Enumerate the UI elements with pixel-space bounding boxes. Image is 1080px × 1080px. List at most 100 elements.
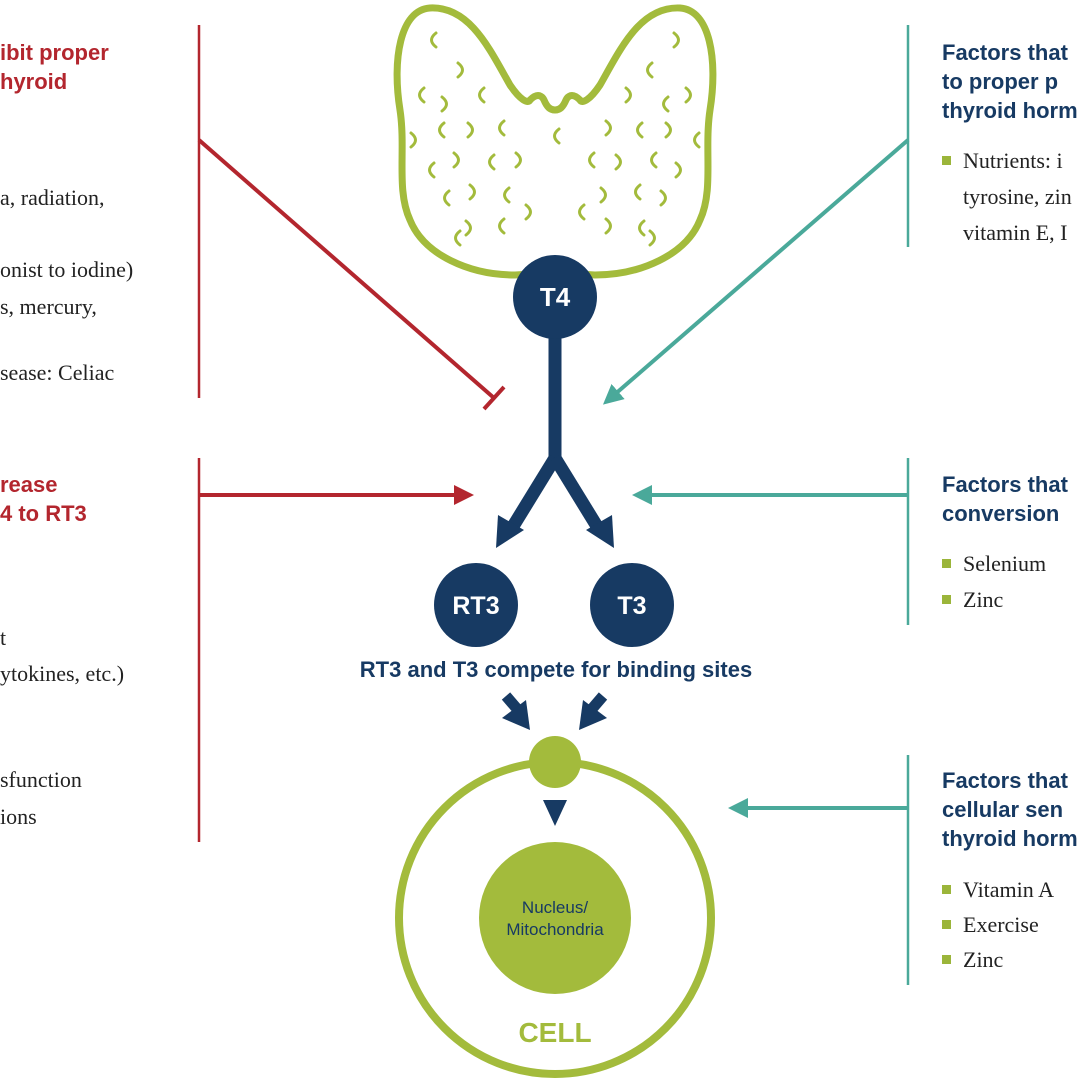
left-top-item: s, mercury, [0, 294, 97, 319]
t4-label: T4 [540, 282, 571, 312]
conversion-pathway [506, 330, 604, 532]
follicle-arc [464, 219, 472, 237]
left-bottom-heading-line: 4 to RT3 [0, 501, 87, 526]
nucleus [479, 842, 631, 994]
t3-label: T3 [617, 592, 646, 620]
right-middle-list: Selenium Zinc [942, 546, 1046, 618]
right-bottom-item: Vitamin A [942, 872, 1054, 907]
bullet-icon [942, 955, 951, 965]
right-top-item-cont: tyrosine, zin [963, 184, 1072, 209]
follicle-arc [672, 31, 680, 49]
binding-arrow-right [579, 692, 608, 730]
follicle-arc [452, 151, 460, 169]
follicle-arc [664, 121, 672, 139]
left-top-item: onist to iodine) [0, 257, 134, 282]
right-bottom-list: Vitamin A Exercise Zinc [942, 872, 1054, 977]
compete-caption: RT3 and T3 compete for binding sites [360, 657, 752, 682]
left-bottom-item: ions [0, 804, 37, 829]
follicle-arc [693, 131, 701, 149]
right-middle-heading-line: Factors that [942, 472, 1068, 497]
follicle-arc [454, 229, 462, 247]
signal-arrowhead [543, 800, 567, 826]
right-bottom-item-text: Zinc [963, 947, 1004, 972]
follicle-arc [636, 121, 644, 139]
follicle-arc [614, 153, 622, 171]
follicle-arc [684, 86, 692, 104]
right-top-heading: Factors that to proper p thyroid horm [942, 38, 1078, 125]
thyroid-gland-icon [393, 4, 717, 279]
right-bottom-heading-line: thyroid horm [942, 826, 1078, 851]
follicle-arc [428, 161, 436, 179]
follicle-arc [638, 219, 646, 237]
follicle-arc [599, 186, 607, 204]
support-production-arrow [602, 138, 910, 405]
right-top-item: Nutrients: i [942, 143, 1072, 179]
follicle-arc [438, 121, 446, 139]
receptor-site [529, 736, 581, 788]
follicle-arc [578, 203, 586, 221]
right-top-item-text: Nutrients: i [963, 148, 1063, 173]
right-middle-item-text: Zinc [963, 587, 1004, 612]
inhibit-line [197, 138, 506, 411]
follicle-arc [553, 127, 561, 145]
follicle-arc [430, 31, 438, 49]
nucleus-label-line1: Nucleus/ [522, 898, 588, 917]
follicle-arc [488, 153, 496, 171]
follicle-arc [624, 86, 632, 104]
follicle-arc [498, 119, 506, 137]
right-top-item-cont: vitamin E, I [963, 220, 1068, 245]
rt3-label: RT3 [452, 592, 499, 620]
right-top-heading-line: to proper p [942, 69, 1059, 94]
binding-arrow-left [501, 692, 530, 730]
follicle-arc [648, 229, 656, 247]
follicle-arc [478, 86, 486, 104]
follicle-arc [634, 183, 642, 201]
bullet-icon [942, 156, 951, 166]
left-bottom-heading-line: rease [0, 472, 58, 497]
right-middle-item-text: Selenium [963, 551, 1047, 576]
follicle-arc [468, 183, 476, 201]
follicle-arc [456, 61, 464, 79]
rt3-arrowhead [496, 515, 524, 548]
follicle-arc [409, 131, 417, 149]
right-middle-item: Selenium [942, 546, 1046, 582]
follicle-arc [524, 203, 532, 221]
follicle-arc [674, 161, 682, 179]
follicle-arc [659, 189, 667, 207]
left-top-heading: ibit proper hyroid [0, 38, 109, 96]
right-bottom-heading: Factors that cellular sen thyroid horm [942, 766, 1078, 853]
right-bottom-item: Exercise [942, 907, 1054, 942]
follicle-arc [588, 151, 596, 169]
follicle-arc [604, 119, 612, 137]
follicle-arc [662, 95, 670, 113]
left-top-item: a, radiation, [0, 185, 105, 210]
follicle-arc [503, 186, 511, 204]
follicle-arc [443, 189, 451, 207]
left-bottom-item: sfunction [0, 767, 82, 792]
follicle-arc [418, 86, 426, 104]
left-bottom-heading: rease 4 to RT3 [0, 470, 87, 528]
right-top-heading-line: thyroid horm [942, 98, 1078, 123]
nucleus-label-line2: Mitochondria [506, 920, 604, 939]
follicle-arc [440, 95, 448, 113]
follicle-arc [604, 217, 612, 235]
right-bottom-heading-line: cellular sen [942, 797, 1064, 822]
follicle-arc [498, 217, 506, 235]
cell-label: CELL [518, 1017, 591, 1048]
follicle-arc [466, 121, 474, 139]
left-top-heading-line: ibit proper [0, 40, 109, 65]
follicle-arc [650, 151, 658, 169]
t3-node [590, 563, 674, 647]
follicle-arc [514, 151, 522, 169]
t3-arrowhead [586, 515, 614, 548]
right-top-list: Nutrients: i tyrosine, zin vitamin E, I [942, 143, 1072, 251]
right-middle-item: Zinc [942, 582, 1046, 618]
right-middle-heading: Factors that conversion [942, 470, 1068, 528]
right-bottom-heading-line: Factors that [942, 768, 1068, 793]
bullet-icon [942, 559, 951, 569]
right-bottom-item-text: Vitamin A [963, 877, 1054, 902]
left-bottom-item: ytokines, etc.) [0, 661, 125, 686]
follicle-arc [646, 61, 654, 79]
bullet-icon [942, 920, 951, 930]
